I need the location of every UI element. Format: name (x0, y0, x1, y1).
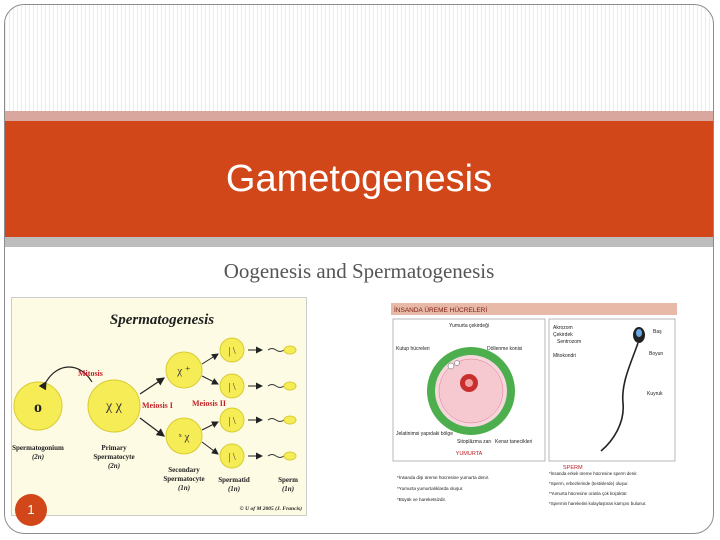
secondary-spermatocyte-cell-1 (165, 351, 203, 389)
label-centrosome: Sentrozom (557, 339, 581, 345)
polar-body (454, 360, 460, 366)
slide: Gametogenesis Oogenesis and Spermatogene… (4, 4, 714, 534)
label-acrosome: Akrozom (553, 325, 573, 331)
spermatid-cell-1 (219, 337, 245, 363)
polar-body (447, 362, 455, 370)
chromosome-glyph: | \ (228, 382, 236, 393)
sperm-note-4: *Spermin hareketini kolaylaştıran kamçıs… (549, 501, 646, 506)
sperm-tail (267, 348, 285, 352)
sperm-note-2: *Sperm, erbezlerinde (testislerde) oluşu… (549, 481, 629, 486)
chromosome-glyph: | \ (228, 416, 236, 427)
mitosis-arrow (38, 366, 93, 391)
label-secondary-spermatocyte: Spermatocyte (163, 475, 204, 483)
title-band-top (5, 111, 713, 121)
sperm-caption: SPERM (563, 465, 583, 471)
sperm-head (283, 345, 297, 355)
label-polar-bodies: Kutup hücreleri (396, 346, 430, 352)
label-spermatogonium: Spermatogonium (12, 444, 64, 452)
label-nucleus: Çekirdek (553, 332, 573, 338)
primary-spermatocyte-cell (87, 379, 141, 433)
label-sperm-ploidy: (1n) (282, 485, 294, 493)
arrow (201, 353, 219, 365)
label-secondary: Secondary (168, 466, 200, 474)
sperm-tail-drawing (600, 342, 639, 452)
label-sperm: Sperm (278, 476, 298, 484)
figure-header-bar (391, 303, 677, 315)
egg-note-1: *İnsanda dişi üreme hücresine yumurta de… (397, 474, 489, 480)
label-primary-spermatocyte: Spermatocyte (93, 453, 134, 461)
label-egg-nucleus: Yumurta çekirdeği (449, 323, 489, 329)
reproductive-cells-diagram: İNSANDA ÜREME HÜCRELERİ Yumurta çekirdeğ… (391, 303, 677, 506)
label-cytoplasm-membrane: Sitoplâzma zarı (457, 439, 491, 445)
sperm-tail (267, 384, 285, 388)
egg-note-3: *Büyük ve hareketsizdir. (397, 497, 446, 502)
chromosome-glyph: | \ (228, 346, 236, 357)
figure-header: İNSANDA ÜREME HÜCRELERİ (394, 305, 487, 314)
sperm-head (283, 451, 297, 461)
spermatid-cell-3 (219, 407, 245, 433)
title-bar (5, 121, 713, 237)
label-head: Baş (653, 329, 662, 335)
label-spermatogonium-ploidy: (2n) (32, 453, 44, 461)
label-primary-ploidy: (2n) (108, 462, 120, 470)
spermatogonium-cell (13, 381, 63, 431)
arrow (201, 441, 219, 455)
egg-note-2: *Yumurta yumurtalıklarda oluşur. (397, 486, 463, 491)
spermatid-cell-4 (219, 443, 245, 469)
label-tail: Kuyruk (647, 391, 663, 397)
figure-credit: © U of M 2005 (J. Francis) (240, 505, 302, 512)
chromosome-glyph: χ ⁺ (176, 365, 191, 377)
chromosome-glyph: | \ (228, 452, 236, 463)
figure-heading: Spermatogenesis (110, 312, 214, 328)
sperm-panel (548, 318, 676, 462)
sperm-tail (267, 454, 285, 458)
sperm-head (283, 381, 297, 391)
label-neck: Boyun (649, 351, 663, 357)
label-spermatid-ploidy: (1n) (228, 485, 240, 493)
label-primary: Primary (101, 444, 127, 452)
header-stripes (5, 5, 713, 113)
egg-caption: YUMURTA (456, 451, 483, 457)
spermatid-cell-2 (219, 373, 245, 399)
chromosome-glyph: χ χ (105, 399, 123, 414)
sperm-note-1: *İnsanda erkek üreme hücresine sperm den… (549, 471, 638, 476)
label-gelatinous-layer: Jelatinimsi yapıdaki bölge (396, 431, 453, 437)
meiosis2-label: Meiosis II (192, 399, 226, 408)
arrow (201, 375, 219, 385)
slide-number-badge: 1 (15, 494, 47, 526)
chromosome-glyph: ˣ χ (179, 431, 190, 443)
arrow (201, 421, 219, 431)
sperm-tail (267, 418, 285, 422)
slide-title: Gametogenesis (225, 158, 493, 200)
spermatogenesis-figure: Spermatogenesis o Mitosis χ χ Meiosis I … (11, 297, 307, 516)
sperm-head (283, 415, 297, 425)
arrow-to-secondary-2 (139, 417, 165, 437)
slide-subtitle: Oogenesis and Spermatogenesis (223, 259, 495, 283)
label-fertilization-cone: Döllenme konisi (487, 346, 522, 352)
label-spermatid: Spermatid (218, 476, 250, 484)
title-band-bottom (5, 237, 713, 247)
arrow-to-secondary-1 (139, 377, 165, 395)
label-secondary-ploidy: (1n) (178, 484, 190, 492)
spermatogenesis-diagram: Spermatogenesis o Mitosis χ χ Meiosis I … (12, 312, 302, 512)
sperm-acrosome-drawing (636, 329, 642, 337)
label-cortical-granules: Kenar tanecikleri (495, 439, 532, 445)
sperm-note-3: *Yumurta hücresine oranla çok küçüktür. (549, 491, 628, 496)
egg-nucleolus (465, 379, 473, 387)
meiosis1-label: Meiosis I (142, 401, 173, 410)
secondary-spermatocyte-cell-2 (165, 417, 203, 455)
label-mitochondria: Mitokondri (553, 353, 576, 359)
mitosis-label: Mitosis (78, 369, 103, 378)
reproductive-cells-figure: İNSANDA ÜREME HÜCRELERİ Yumurta çekirdeğ… (391, 303, 677, 518)
nucleus-glyph: o (34, 399, 42, 416)
